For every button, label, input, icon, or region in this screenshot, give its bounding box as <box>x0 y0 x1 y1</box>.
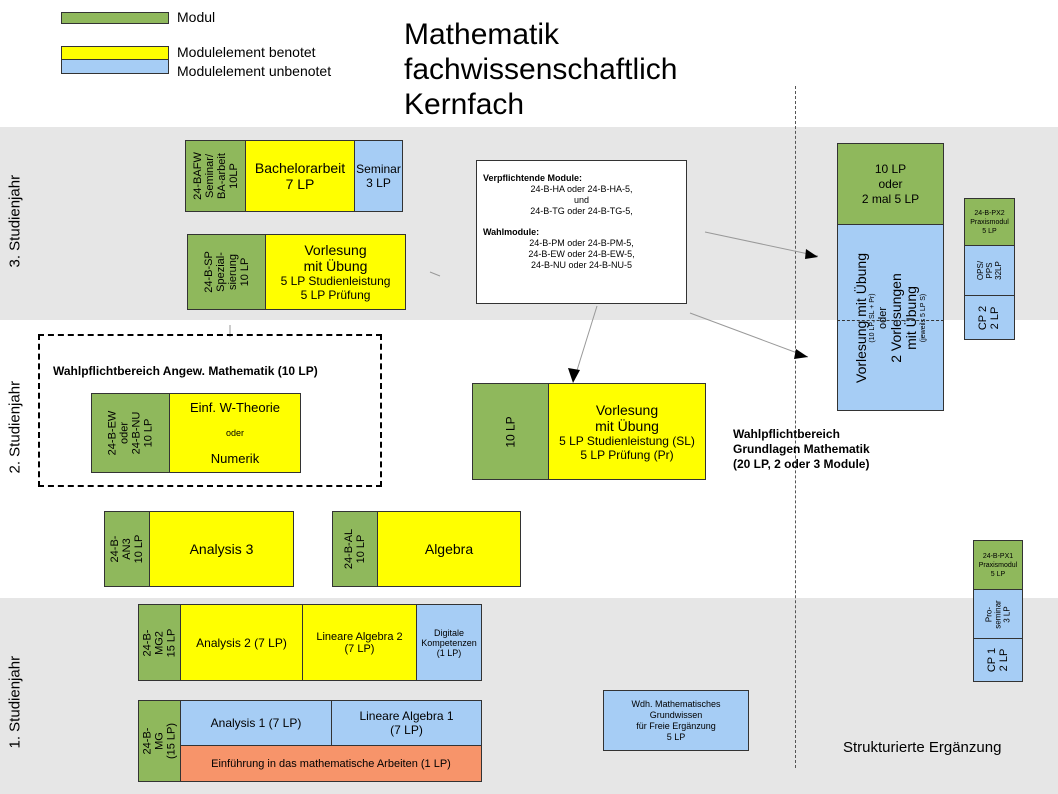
year-label-2: 2. Studienjahr <box>6 380 24 474</box>
divider-line <box>795 86 796 768</box>
nu-label: Numerik <box>210 450 260 466</box>
gl-vorlesung-box: Vorlesung mit Übung 5 LP Studienleistung… <box>548 383 706 480</box>
gl-wahlpflicht-title: Wahlpflichtbereich Grundlagen Mathematik… <box>733 427 870 471</box>
info-elective-list: 24-B-PM oder 24-B-PM-5, 24-B-EW oder 24-… <box>528 238 635 270</box>
year-label-1: 1. Studienjahr <box>6 655 24 749</box>
digitale-box: Digitale Kompetenzen (1 LP) <box>416 604 482 681</box>
vl-small2-label: (jeweils 5 LP S) <box>919 293 927 342</box>
wahlpflicht-angew-frame <box>38 334 382 487</box>
einfuehrung-box: Einführung in das mathematische Arbeiten… <box>180 745 482 782</box>
vl-small-label: (10 LP, SL + Pr) <box>868 292 876 343</box>
legend-swatch-unbenotet <box>61 60 169 74</box>
sp-vorlesung-label: Vorlesung mit Übung <box>303 242 368 274</box>
seminar-box: Seminar 3 LP <box>354 140 403 212</box>
mg-code-box: 24-B-MG (15 LP) <box>138 700 181 782</box>
ew-oder-label: oder <box>225 427 244 438</box>
right-vorlesung-box: Vorlesung mit Übung (10 LP, SL + Pr) ode… <box>837 224 944 411</box>
legend-swatch-modul <box>61 12 169 24</box>
page-title-line1: Mathematik <box>404 18 560 51</box>
page-title-line2: fachwissenschaftlich <box>404 53 678 86</box>
la2-box: Lineare Algebra 2 (7 LP) <box>302 604 417 681</box>
year-label-3: 3. Studienjahr <box>6 174 24 268</box>
cp2-box: CP 2 2 LP <box>964 295 1015 340</box>
gl-vorlesung-label: Vorlesung mit Übung <box>595 401 659 434</box>
algebra-box: Algebra <box>377 511 521 587</box>
mg2-code-box: 24-B-MG2 15 LP <box>138 604 181 681</box>
bafw-code-box: 24-BAFW Seminar/ BA-arbeit 10LP <box>185 140 246 212</box>
vl-two-label: 2 Vorlesungen mit Übung <box>887 272 919 363</box>
strukturierte-ergaenzung-label: Strukturierte Ergänzung <box>843 739 1002 756</box>
right-lp-box: 10 LP oder 2 mal 5 LP <box>837 143 944 225</box>
ew-label: Einf. W-Theorie <box>189 400 281 416</box>
proseminar-box: Pro- seminar 3 LP <box>973 589 1023 639</box>
sp-detail-label: 5 LP Studienleistung 5 LP Prüfung <box>280 274 391 302</box>
wdh-box: Wdh. Mathematisches Grundwissen für Frei… <box>603 690 749 751</box>
vl-split-line <box>837 320 944 321</box>
px2-box: 24-B-PX2 Praxismodul 5 LP <box>964 198 1015 246</box>
legend-label-unbenotet: Modulelement unbenotet <box>177 63 332 79</box>
info-heading-elective: Wahlmodule: <box>483 227 540 237</box>
gl-lp-box: 10 LP <box>472 383 549 480</box>
px1-box: 24-B-PX1 Praxismodul 5 LP <box>973 540 1023 590</box>
analysis2-box: Analysis 2 (7 LP) <box>180 604 303 681</box>
analysis1-box: Analysis 1 (7 LP) <box>180 700 332 746</box>
info-heading-mandatory: Verpflichtende Module: <box>483 173 583 183</box>
wahlpflicht-angew-title: Wahlpflichtbereich Angew. Mathematik (10… <box>53 364 318 378</box>
ew-code-box: 24-B-EW oder 24-B-NU 10 LP <box>91 393 170 473</box>
module-info-box: Verpflichtende Module: 24-B-HA oder 24-B… <box>476 160 687 304</box>
ew-box: Einf. W-Theorie oder Numerik <box>169 393 301 473</box>
vl-main-label: Vorlesung mit Übung <box>852 252 869 383</box>
vl-oder-label: oder <box>876 306 889 329</box>
sp-code-box: 24-B-SP Spezial- sierung 10 LP <box>187 234 266 310</box>
analysis3-box: Analysis 3 <box>149 511 294 587</box>
sp-vorlesung-box: Vorlesung mit Übung 5 LP Studienleistung… <box>265 234 406 310</box>
legend-label-modul: Modul <box>177 9 216 25</box>
cp1-box: CP 1 2 LP <box>973 638 1023 682</box>
ops-box: OPS/ PPS 32LP <box>964 245 1015 296</box>
legend-label-benotet: Modulelement benotet <box>177 44 316 60</box>
legend-swatch-benotet <box>61 46 169 60</box>
la1-box: Lineare Algebra 1 (7 LP) <box>331 700 482 746</box>
info-mandatory-list: 24-B-HA oder 24-B-HA-5, und 24-B-TG oder… <box>530 184 633 216</box>
gl-detail-label: 5 LP Studienleistung (SL) 5 LP Prüfung (… <box>559 433 695 462</box>
page-title-line3: Kernfach <box>404 88 525 121</box>
an3-code-box: 24-B-AN3 10 LP <box>104 511 150 587</box>
bachelorarbeit-box: Bachelorarbeit 7 LP <box>245 140 355 212</box>
al-code-box: 24-B-AL 10 LP <box>332 511 378 587</box>
